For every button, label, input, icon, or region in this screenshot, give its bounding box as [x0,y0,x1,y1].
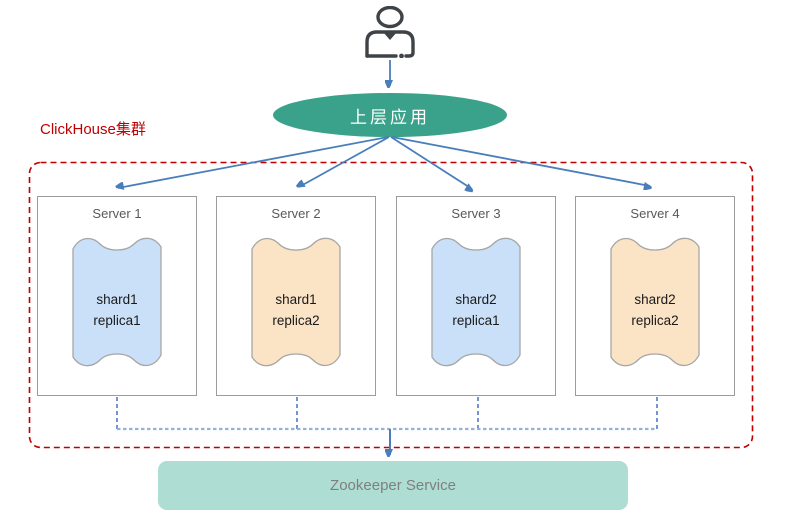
replica-text: replica2 [272,313,320,328]
shard-text: shard1 [275,292,317,307]
server-node-4: Server 4 shard2 replica2 [575,196,735,396]
replica-label: shard2 replica2 [576,289,734,331]
shard-text: shard1 [96,292,138,307]
server-node-1: Server 1 shard1 replica1 [37,196,197,396]
shard-text: shard2 [634,292,676,307]
replica-text: replica1 [93,313,141,328]
shard-text: shard2 [455,292,497,307]
app-to-server1-arrow [118,136,389,188]
replica-text: replica2 [631,313,679,328]
replica-label: shard1 replica1 [38,289,196,331]
microphone-dot [399,53,404,58]
app-to-server3-arrow [390,136,472,189]
replica-text: replica1 [452,313,500,328]
server-title: Server 1 [92,206,142,221]
top-app-node: 上层应用 [273,93,507,137]
server-title: Server 2 [271,206,321,221]
user-icon [365,6,415,58]
server-node-2: Server 2 shard1 replica2 [216,196,376,396]
collar-shape [383,32,397,40]
replica-label: shard1 replica2 [217,289,375,331]
cluster-label: ClickHouse集群 [40,121,146,138]
app-to-server4-arrow [391,136,650,186]
top-app-label: 上层应用 [350,107,430,127]
zookeeper-label: Zookeeper Service [330,477,456,494]
replica-label: shard2 replica1 [397,289,555,331]
app-to-server2-arrow [299,136,390,187]
server-title: Server 4 [630,206,680,221]
server-title: Server 3 [451,206,501,221]
server-node-3: Server 3 shard2 replica1 [396,196,556,396]
zookeeper-node: Zookeeper Service [158,461,628,510]
